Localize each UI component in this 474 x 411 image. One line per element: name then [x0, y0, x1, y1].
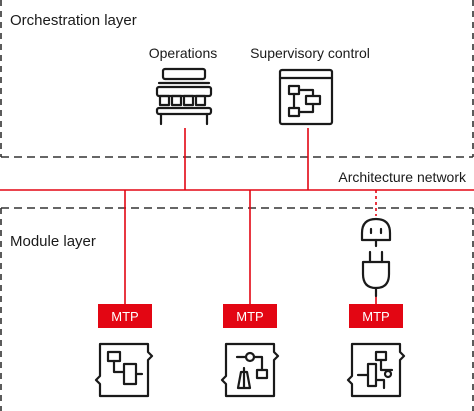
mtp-badge-2-label: MTP — [236, 309, 263, 324]
orchestration-layer: Orchestration layer — [0, 0, 474, 158]
architecture-network: Architecture network — [0, 128, 474, 191]
module-layer: Module layer — [0, 207, 474, 411]
mtp-badge-3-label: MTP — [362, 309, 389, 324]
process-module-icon — [220, 342, 280, 398]
supervisory-screen-icon — [278, 68, 334, 126]
architecture-network-label: Architecture network — [338, 169, 467, 185]
orchestration-layer-label: Orchestration layer — [10, 12, 137, 29]
mtp-badge-2: MTP — [223, 304, 277, 328]
supervisory-control-node: Supervisory control — [250, 45, 370, 126]
mtp-badge-1: MTP — [98, 304, 152, 328]
module-layer-label: Module layer — [10, 233, 96, 250]
process-module-icon — [94, 342, 154, 398]
operator-console-icon — [155, 67, 213, 126]
process-module-icon — [346, 342, 406, 398]
plug-socket-icon — [360, 217, 392, 298]
mtp-badge-3: MTP — [349, 304, 403, 328]
operations-node: Operations — [149, 45, 217, 126]
supervisory-control-label: Supervisory control — [250, 45, 370, 61]
mtp-badge-1-label: MTP — [111, 309, 138, 324]
operations-label: Operations — [149, 45, 217, 61]
